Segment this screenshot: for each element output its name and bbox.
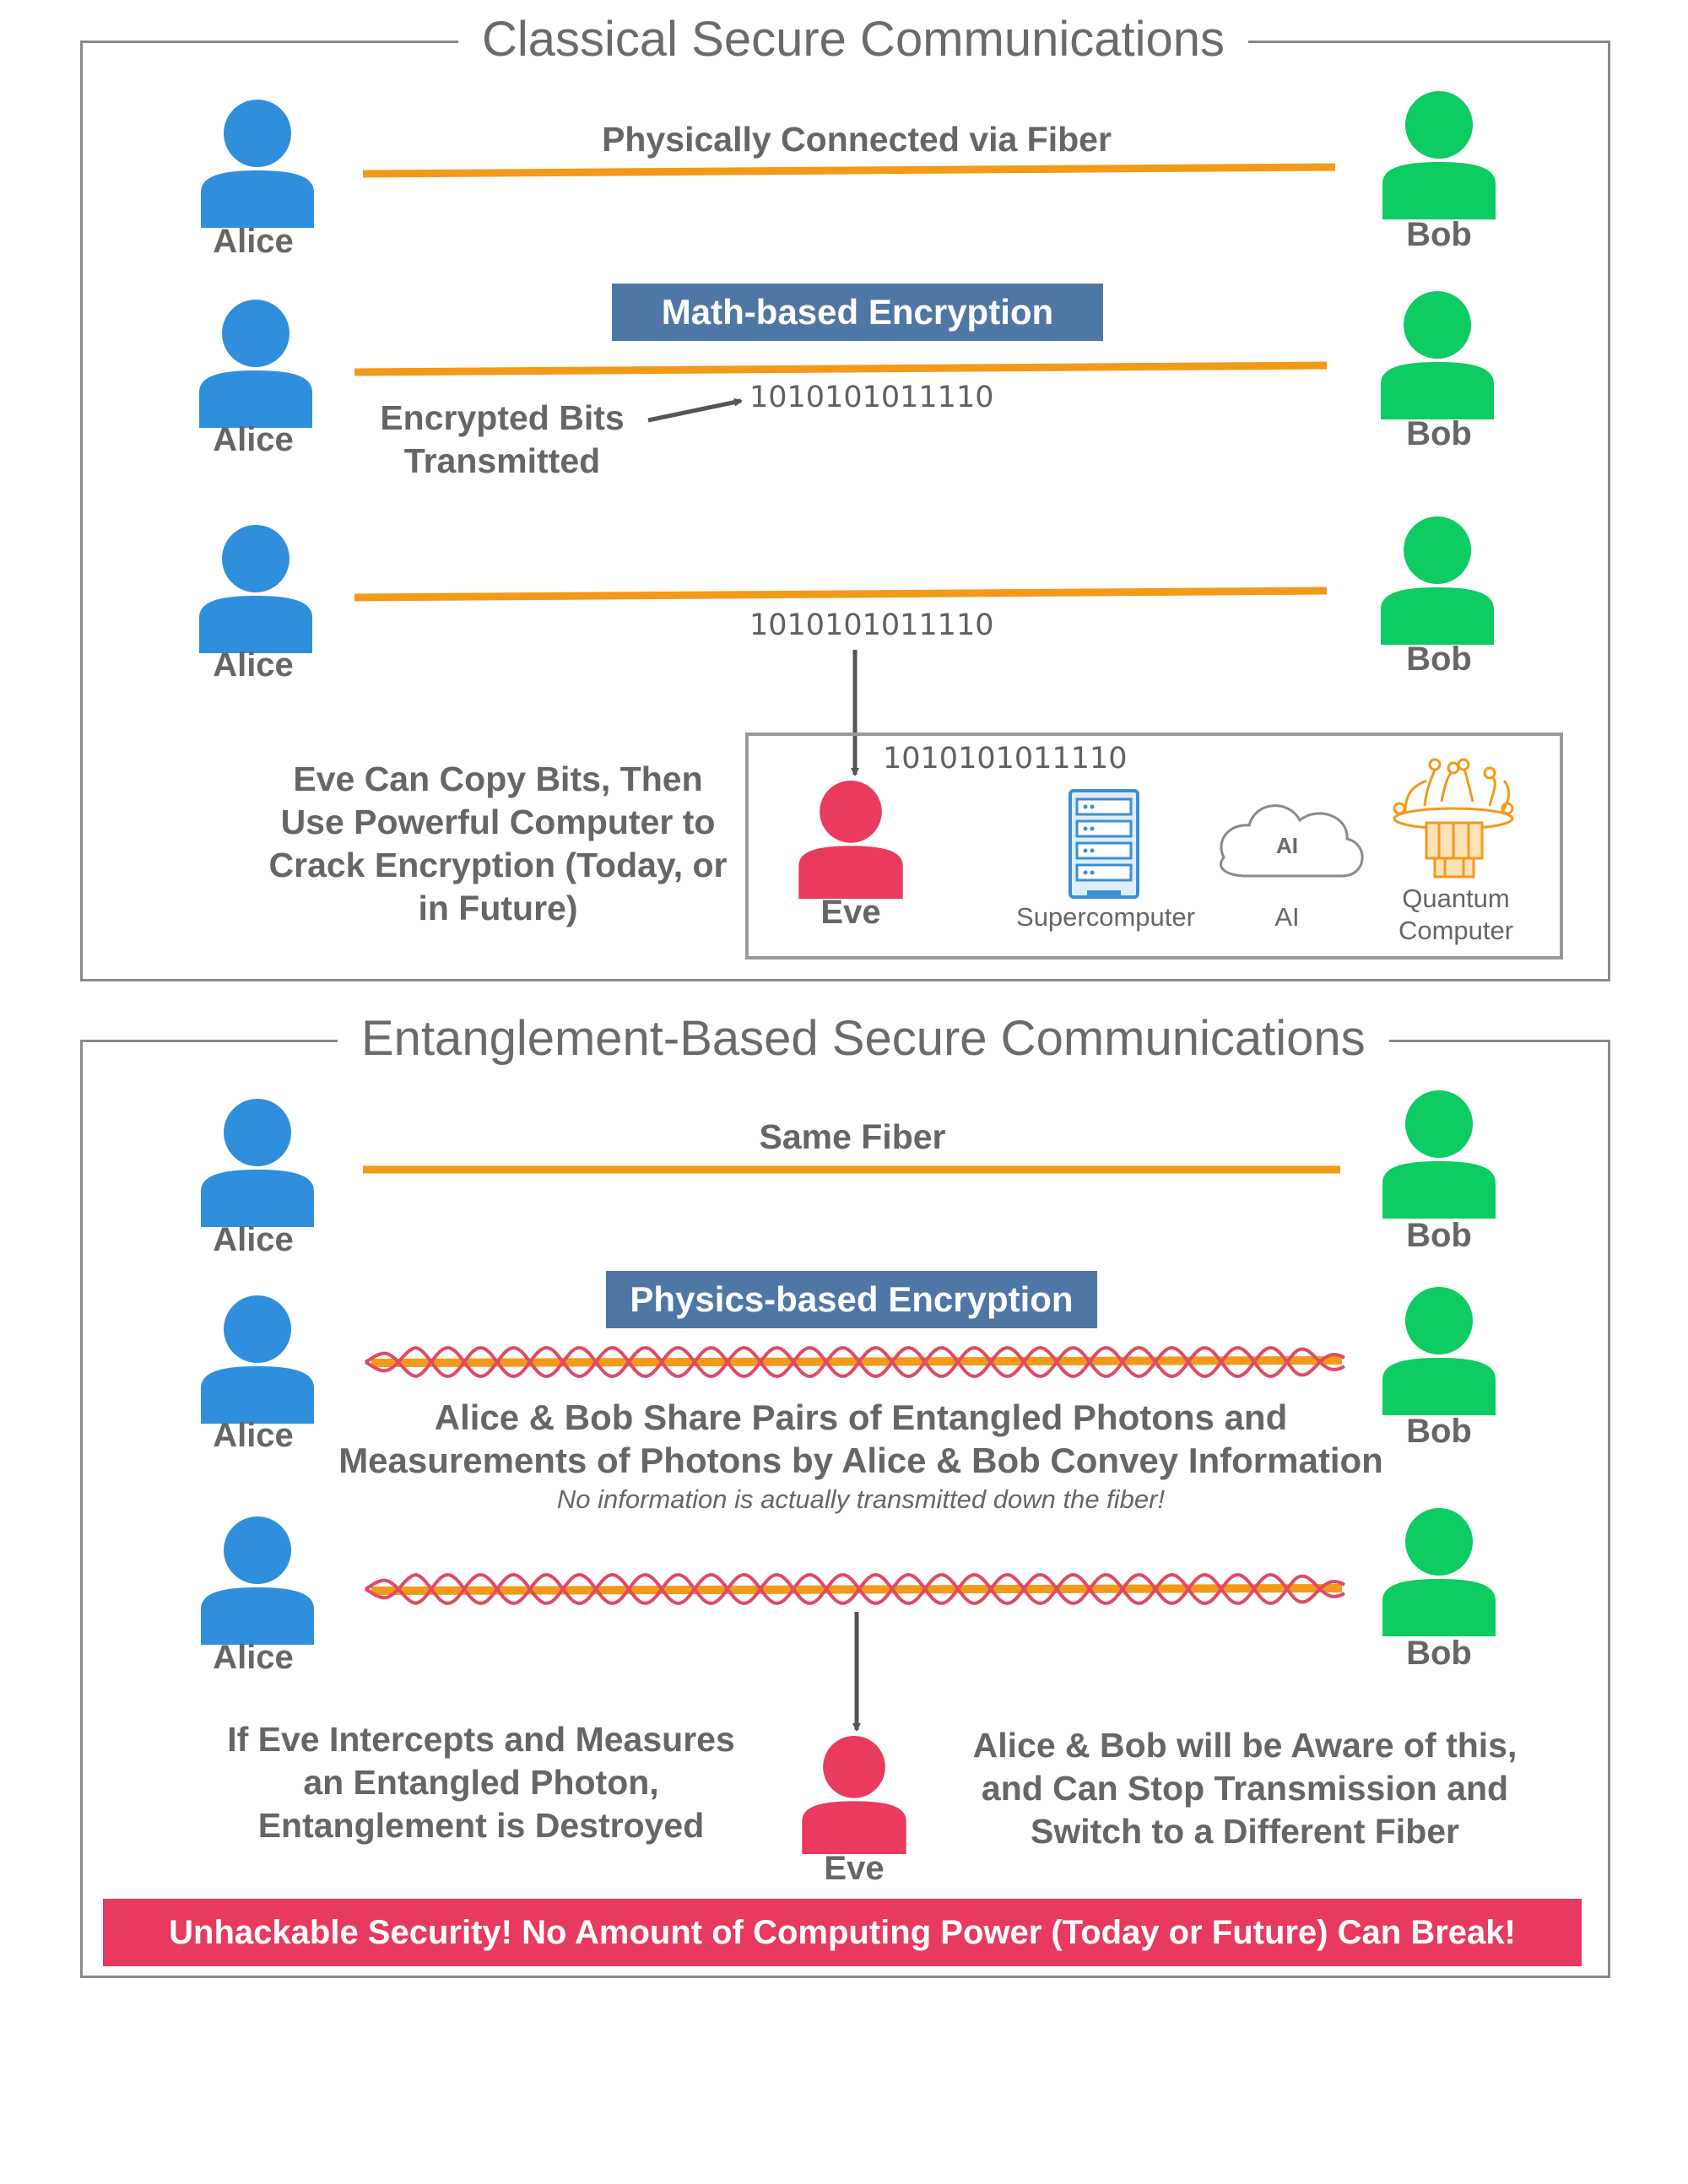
math-encryption-banner: Math-based Encryption <box>612 284 1103 341</box>
entanglement-title: Entanglement-Based Secure Communications <box>338 1009 1389 1068</box>
alice-person-icon <box>201 1516 314 1645</box>
alice-label: Alice <box>213 1417 294 1454</box>
alice-label: Alice <box>213 421 294 458</box>
alice-person-icon <box>199 525 312 653</box>
alice-person-icon <box>201 1295 314 1424</box>
bob-label: Bob <box>1406 1217 1472 1254</box>
bob-person-icon <box>1382 1090 1496 1219</box>
classical-title: Classical Secure Communications <box>458 10 1248 69</box>
no-transmission-note: No information is actually transmitted d… <box>556 1484 1166 1514</box>
alice-person-icon <box>201 100 314 228</box>
fiber-line <box>354 361 1328 376</box>
alice-label: Alice <box>213 1639 294 1676</box>
entangled-share-text: Alice & Bob Share Pairs of Entangled Pho… <box>338 1397 1383 1480</box>
fiber-line <box>354 587 1328 602</box>
bob-person-icon <box>1382 1287 1496 1415</box>
arrow-icon <box>647 397 743 423</box>
alice-person-icon <box>201 1099 314 1227</box>
alice-label: Alice <box>213 646 294 684</box>
bob-label: Bob <box>1406 216 1472 253</box>
bob-person-icon <box>1381 291 1494 419</box>
alice-person-icon <box>199 300 312 428</box>
eve-label: Eve <box>824 1850 885 1887</box>
eve-person-icon <box>802 1736 906 1854</box>
fiber-line <box>371 1584 1343 1595</box>
eve-label: Eve <box>820 894 881 931</box>
cloud-icon <box>1220 804 1364 878</box>
encrypted-bits-label: Encrypted Bits Transmitted <box>380 398 625 480</box>
ai-label: AI <box>1274 902 1300 932</box>
ai-cloud-text: AI <box>1276 833 1298 858</box>
eve-person-icon <box>798 781 903 899</box>
same-fiber-label: Same Fiber <box>759 1117 946 1156</box>
bob-person-icon <box>1382 1508 1496 1636</box>
computers-box <box>745 733 1563 960</box>
unhackable-security-banner: Unhackable Security! No Amount of Comput… <box>103 1899 1582 1966</box>
bob-label: Bob <box>1406 415 1472 452</box>
bob-label: Bob <box>1406 1413 1472 1450</box>
eve-copied-bits: 1010101011110 <box>883 742 1128 776</box>
entangled-photon-wave <box>364 1345 1345 1379</box>
server-rack-icon <box>1069 789 1139 899</box>
entangled-photon-wave <box>364 1572 1345 1606</box>
alice-bob-aware-text: Alice & Bob will be Aware of this, and C… <box>972 1726 1518 1851</box>
alice-label: Alice <box>213 1221 294 1258</box>
bob-person-icon <box>1381 516 1494 645</box>
transmitted-bits-value: 1010101011110 <box>749 608 994 642</box>
bob-person-icon <box>1382 91 1496 219</box>
alice-label: Alice <box>213 223 294 260</box>
quantum-computer-label: Quantum Computer <box>1398 884 1514 945</box>
fiber-line <box>362 163 1336 178</box>
supercomputer-label: Supercomputer <box>1016 902 1195 932</box>
entangled-photon-wave <box>364 1345 1345 1379</box>
fiber-line <box>371 1356 1343 1367</box>
eve-copy-text: Eve Can Copy Bits, Then Use Powerful Com… <box>268 760 728 927</box>
bob-label: Bob <box>1406 641 1472 678</box>
quantum-chip-icon <box>1393 758 1514 878</box>
bob-label: Bob <box>1406 1635 1472 1672</box>
fiber-connection-label: Physically Connected via Fiber <box>602 120 1112 159</box>
entangled-photon-wave <box>364 1572 1345 1606</box>
eve-intercept-text: If Eve Intercepts and Measures an Entang… <box>227 1720 735 1845</box>
encrypted-bits-value: 1010101011110 <box>749 381 994 414</box>
physics-encryption-banner: Physics-based Encryption <box>606 1271 1097 1328</box>
